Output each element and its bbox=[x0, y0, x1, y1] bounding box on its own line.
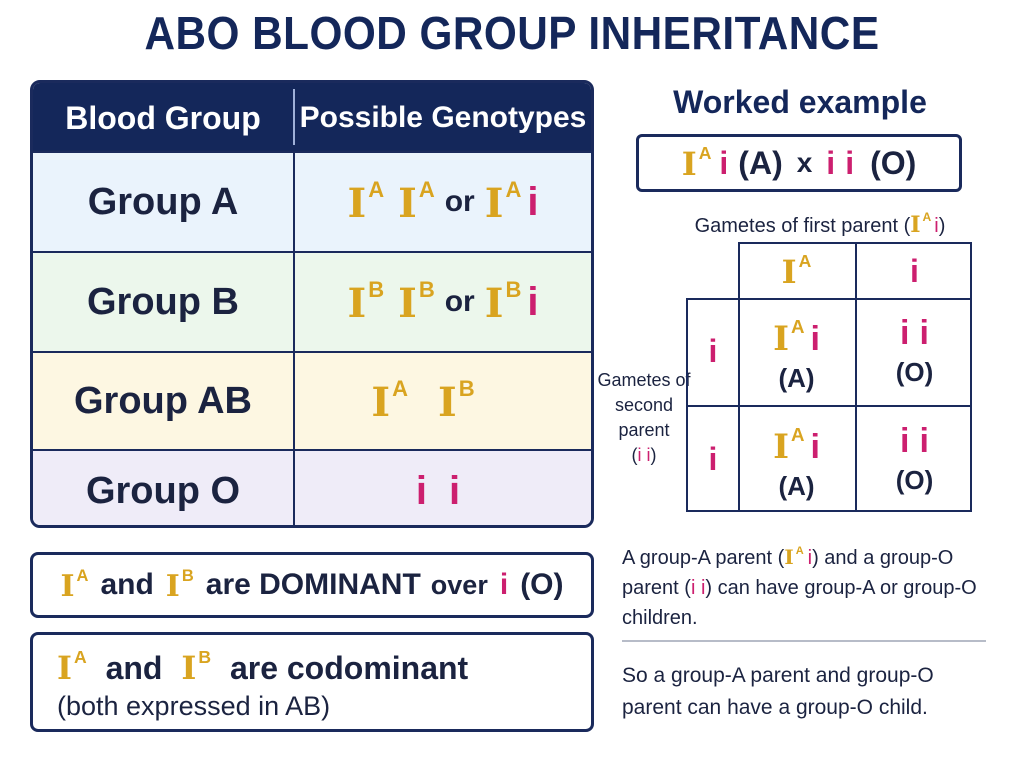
allele-i: i bbox=[845, 144, 855, 181]
and-word: and bbox=[105, 649, 163, 686]
allele-i: i bbox=[527, 279, 539, 324]
allele-IB: IB bbox=[484, 277, 522, 327]
allele-i: i bbox=[415, 468, 427, 513]
table-row-group-b: Group B IB IB or IB i bbox=[33, 251, 591, 351]
codominant-text: are codominant bbox=[229, 649, 469, 686]
over-word: over bbox=[430, 569, 488, 600]
allele-IA: IA bbox=[484, 177, 522, 227]
allele-i: i bbox=[826, 144, 836, 181]
divider-line bbox=[622, 640, 986, 642]
row-label: Group B bbox=[87, 280, 239, 323]
table-row-group-o: Group O i i bbox=[33, 449, 591, 525]
genotype-cell-o: i i bbox=[295, 451, 591, 525]
punnett-top-divider bbox=[855, 242, 857, 300]
row-label: Group O bbox=[85, 469, 241, 512]
parent2-phenotype: (O) bbox=[870, 144, 917, 181]
table-row-group-ab: Group AB IA IB bbox=[33, 351, 591, 449]
page-title: ABO BLOOD GROUP INHERITANCE bbox=[144, 7, 880, 59]
genotype-cell-ab: IA IB bbox=[295, 353, 591, 449]
allele-IA: IA bbox=[347, 177, 385, 227]
punnett-row-header-i: i bbox=[708, 441, 718, 477]
genotype-table: Blood Group Possible Genotypes Group A I… bbox=[30, 80, 594, 528]
table-row-group-a: Group A IA IA or IA i bbox=[33, 151, 591, 251]
worked-example-title: Worked example bbox=[673, 84, 927, 120]
punnett-row-header-i: i bbox=[708, 333, 718, 369]
dominant-text: are DOMINANT bbox=[205, 568, 421, 601]
row-divider bbox=[293, 153, 295, 251]
codominance-sub: (both expressed in AB) bbox=[57, 690, 331, 721]
punnett-grid-hline bbox=[738, 405, 972, 407]
genotype-cell-b: IB IB or IB i bbox=[295, 253, 591, 351]
row-divider bbox=[293, 451, 295, 525]
punnett-left-divider bbox=[686, 405, 740, 407]
allele-IA: IA bbox=[371, 376, 408, 426]
allele-IB: IB bbox=[347, 277, 385, 327]
allele-i: i bbox=[719, 144, 729, 181]
parent1-phenotype: (A) bbox=[738, 144, 783, 181]
row-divider bbox=[293, 253, 295, 351]
allele-IB: IB bbox=[438, 376, 475, 426]
row-label: Group A bbox=[87, 180, 239, 223]
row-divider bbox=[293, 353, 295, 449]
allele-IB: IB bbox=[398, 277, 435, 327]
gametes-second-parent-label: Gametes of second parent (i i) bbox=[597, 370, 691, 465]
and-word: and bbox=[100, 568, 154, 601]
punnett-col-header-i: i bbox=[910, 252, 919, 289]
or-word: or bbox=[444, 185, 475, 218]
header-genotypes: Possible Genotypes bbox=[299, 101, 587, 134]
genotype-cell-a: IA IA or IA i bbox=[295, 153, 591, 251]
o-label: (O) bbox=[520, 568, 564, 601]
allele-IA: IA bbox=[398, 177, 435, 227]
allele-i: i bbox=[499, 568, 509, 601]
table-header: Blood Group Possible Genotypes bbox=[33, 83, 591, 151]
allele-i: i bbox=[449, 468, 461, 513]
header-blood-group: Blood Group bbox=[65, 100, 261, 136]
allele-i: i bbox=[527, 179, 539, 224]
explanation-2: So a group-A parent and group-O parent c… bbox=[622, 664, 934, 719]
or-word: or bbox=[444, 285, 475, 318]
cross-symbol: x bbox=[796, 147, 813, 178]
header-divider bbox=[293, 89, 295, 145]
row-label: Group AB bbox=[73, 379, 252, 422]
